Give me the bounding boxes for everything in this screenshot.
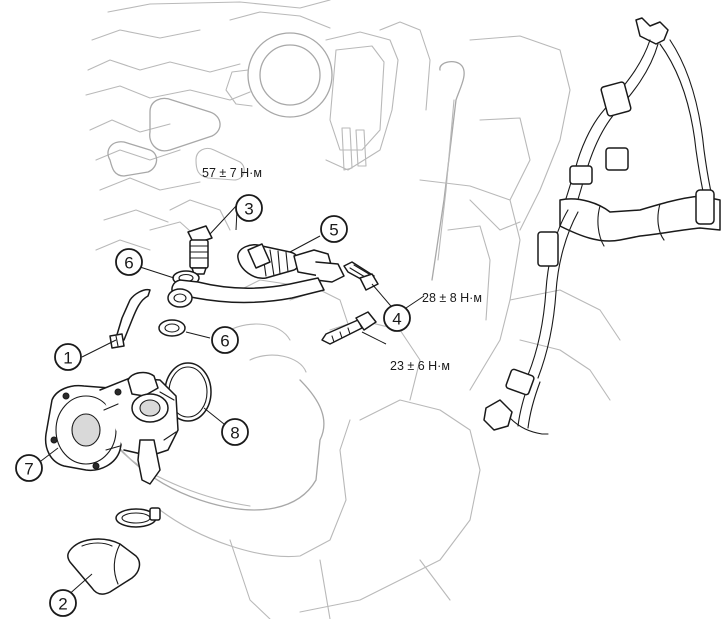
svg-text:8: 8 [230, 424, 239, 443]
hose-clamp [115, 507, 161, 528]
svg-text:4: 4 [392, 310, 401, 329]
callout-5: 5 [320, 215, 348, 243]
svg-text:1: 1 [63, 349, 72, 368]
torque-label-bolt-4: 28 ± 8 Н·м [422, 291, 482, 305]
torque-label-long-bolt: 23 ± 6 Н·м [390, 359, 450, 373]
union-bolt-3 [187, 225, 213, 275]
washer-6-lower [158, 319, 186, 337]
svg-text:6: 6 [124, 254, 133, 273]
torque-label-bolt-3: 57 ± 7 Н·м [202, 166, 262, 180]
callout-6-lower: 6 [211, 326, 239, 354]
callout-3: 3 [235, 194, 263, 222]
callout-6-upper: 6 [115, 248, 143, 276]
engine-background [85, 0, 621, 619]
hose-1 [109, 288, 151, 349]
svg-text:3: 3 [244, 200, 253, 219]
callout-1: 1 [54, 343, 82, 371]
callout-4: 4 [383, 304, 411, 332]
svg-text:2: 2 [58, 595, 67, 614]
long-bolt [321, 311, 377, 345]
callout-7: 7 [15, 454, 43, 482]
callout-8: 8 [221, 418, 249, 446]
svg-text:6: 6 [220, 332, 229, 351]
svg-text:7: 7 [24, 460, 33, 479]
egr-pipe-5 [167, 243, 345, 308]
callout-2: 2 [49, 589, 77, 617]
hose-2 [67, 538, 141, 595]
egr-valve-7 [44, 371, 179, 485]
svg-text:5: 5 [329, 221, 338, 240]
wiring-harness [483, 17, 721, 435]
